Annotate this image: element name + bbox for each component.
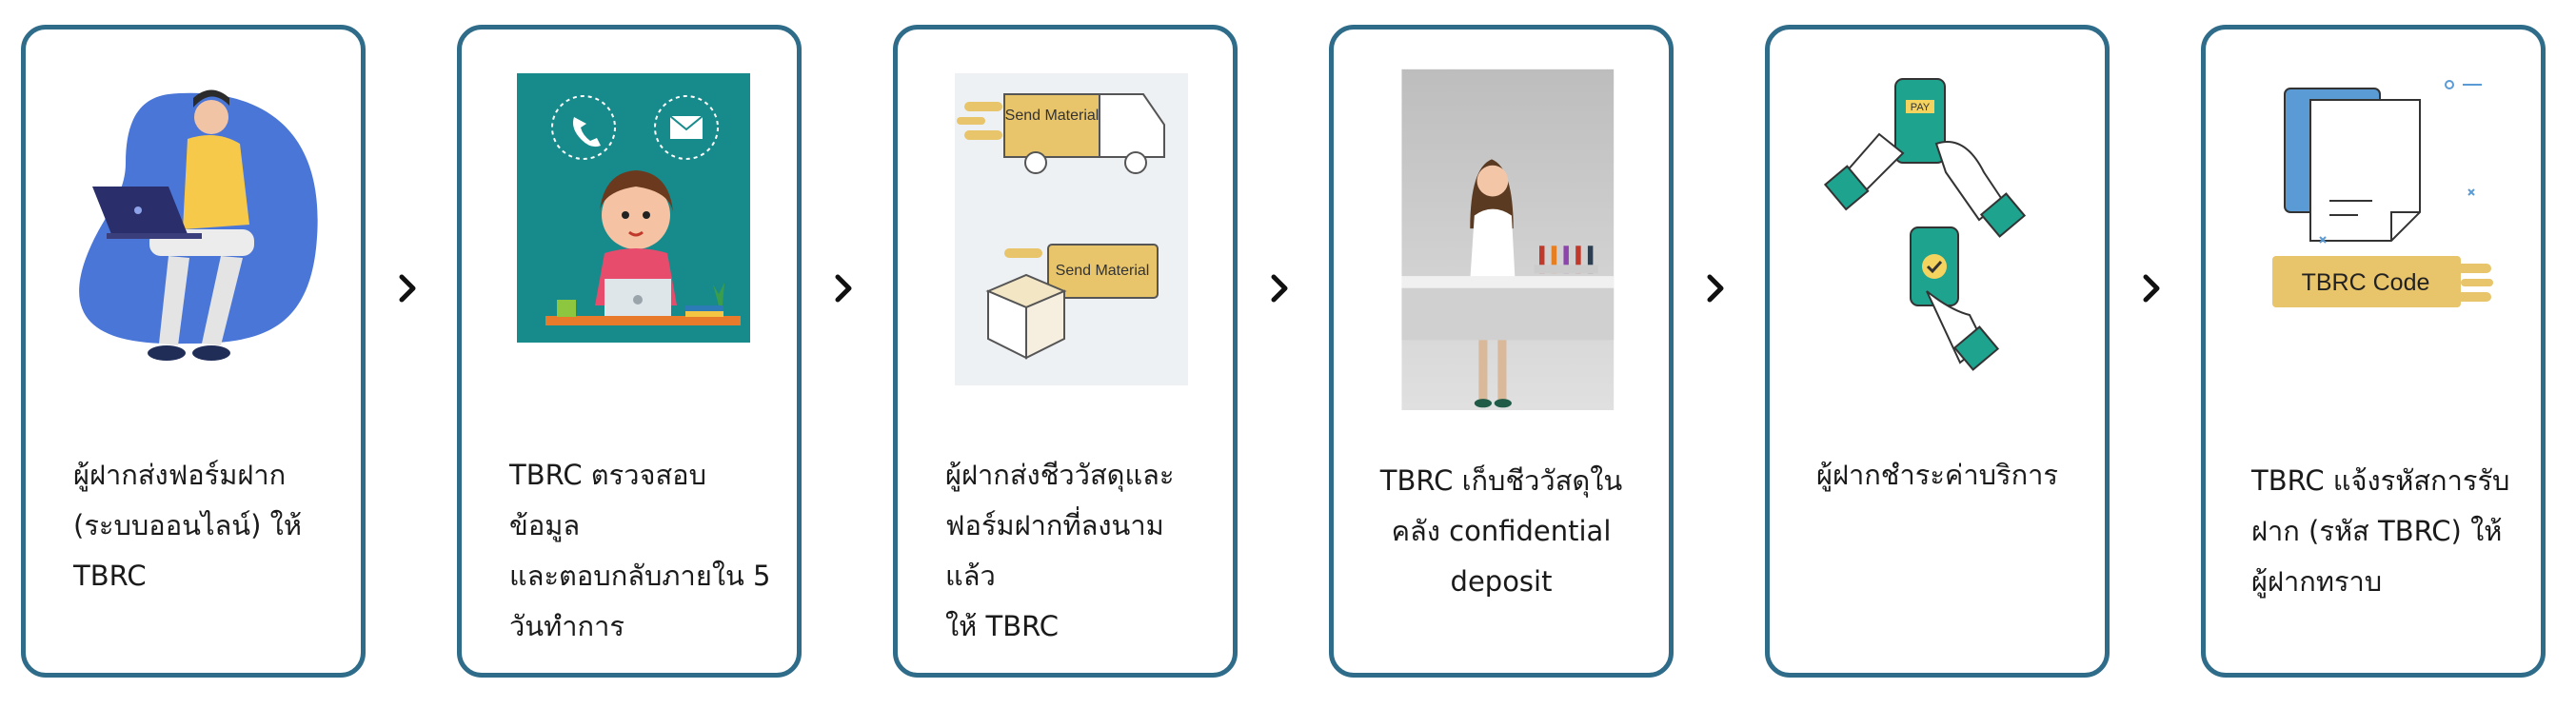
- step-4-caption: TBRC เก็บชีววัสดุใน คลัง confidential de…: [1379, 464, 1623, 598]
- step-card-1: ผู้ฝากส่งฟอร์มฝาก (ระบบออนไลน์) ให้ TBRC: [21, 25, 366, 678]
- send-material-illustration: Send Material Send Material: [955, 73, 1188, 385]
- chevron-right-icon: [1271, 274, 1288, 303]
- call-center-illustration: [517, 73, 750, 343]
- step-6-caption: TBRC แจ้งรหัสการรับ ฝาก (รหัส TBRC) ให้ …: [2251, 464, 2510, 598]
- tbrc-code-illustration: TBRC Code: [2272, 80, 2493, 307]
- send-label-truck: Send Material: [1005, 108, 1100, 124]
- tbrc-code-label: TBRC Code: [2302, 269, 2430, 296]
- online-form-illustration: [79, 89, 318, 361]
- step-3-caption: ผู้ฝากส่งชีววัสดุและ ฟอร์มฝากที่ลงนามแล้…: [945, 459, 1175, 642]
- step-card-4: TBRC เก็บชีววัสดุใน คลัง confidential de…: [1329, 25, 1674, 678]
- step-card-3: Send Material Send Material ผู้ฝากส่งชีว…: [893, 25, 1238, 678]
- chevron-right-icon: [1707, 274, 1724, 303]
- pay-label: PAY: [1911, 102, 1931, 113]
- send-label-box: Send Material: [1056, 263, 1150, 279]
- step-1-caption: ผู้ฝากส่งฟอร์มฝาก (ระบบออนไลน์) ให้ TBRC: [73, 459, 302, 592]
- chevron-right-icon: [399, 274, 416, 303]
- chevron-right-icon: [2143, 274, 2160, 303]
- chevron-right-icon: [835, 274, 852, 303]
- step-card-5: PAY ผู้ฝากชำระค่าบริการ: [1765, 25, 2110, 678]
- step-2-caption: TBRC ตรวจสอบข้อมูล และตอบกลับภายใน 5 วัน…: [509, 459, 771, 642]
- step-card-2: TBRC ตรวจสอบข้อมูล และตอบกลับภายใน 5 วัน…: [457, 25, 802, 678]
- lab-storage-illustration: [1401, 69, 1615, 410]
- step-5-caption: ผู้ฝากชำระค่าบริการ: [1815, 459, 2059, 491]
- step-card-6: TBRC Code TBRC แจ้งรหัสการรับ ฝาก (รหัส …: [2201, 25, 2546, 678]
- payment-illustration: PAY: [1823, 78, 2027, 371]
